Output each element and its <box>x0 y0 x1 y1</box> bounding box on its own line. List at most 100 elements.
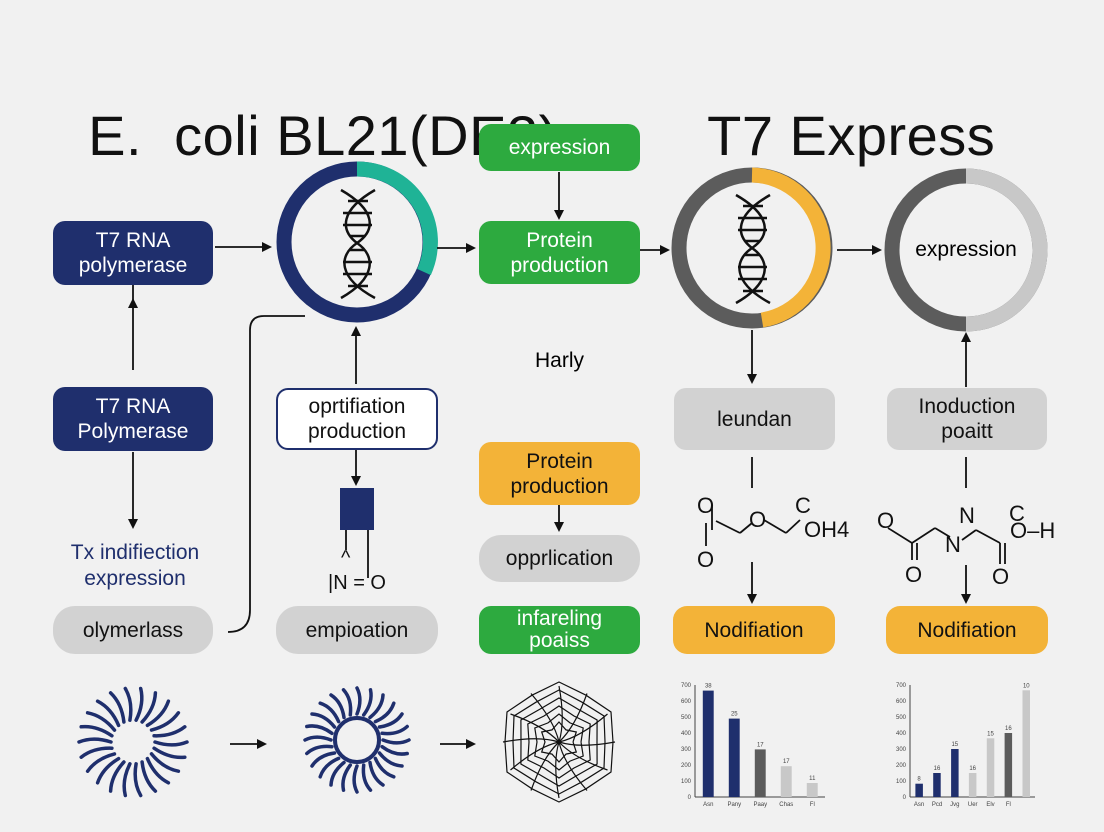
lipid-tail <box>318 756 341 779</box>
lipid-tail <box>373 756 396 779</box>
mol1-o-left: O <box>697 493 714 518</box>
lipid-tail <box>368 760 385 787</box>
x-tick-label: Fl <box>1006 802 1011 808</box>
chart-bar <box>1022 690 1030 797</box>
lipid-tail <box>352 764 359 794</box>
x-tick-label: Uer <box>968 802 978 808</box>
chart-bar <box>915 783 923 797</box>
y-tick-label: 0 <box>903 795 907 801</box>
lipid-tail <box>305 724 334 736</box>
t7-rna-polymerase-box-top: T7 RNA polymerase <box>53 221 213 285</box>
lipid-tail <box>140 691 158 724</box>
lipid-tail <box>318 701 341 724</box>
lipid-tail <box>361 763 373 792</box>
molecule-1 <box>705 506 801 546</box>
infareling-box: infareling poaiss <box>479 606 640 654</box>
data-label: 16 <box>969 766 976 772</box>
protein-fold-layer <box>512 689 606 795</box>
data-label: 15 <box>987 731 994 737</box>
lipid-tail <box>377 751 404 768</box>
data-label: 15 <box>951 742 958 748</box>
protein-fold-layer <box>520 697 598 787</box>
data-label: 16 <box>934 766 941 772</box>
lipid-tail <box>149 711 181 732</box>
empioation-box: empioation <box>276 606 438 654</box>
lipid-tail <box>122 762 132 798</box>
molecule-1-labels: O O O C OH4 <box>697 493 849 572</box>
plasmid-ring-3 <box>884 168 1048 332</box>
protein-fold-strand <box>558 713 608 743</box>
data-label: 10 <box>1023 683 1030 689</box>
lipid-tail <box>329 760 346 787</box>
lipid-tail <box>85 752 117 773</box>
y-tick-label: 700 <box>681 683 692 689</box>
x-tick-label: Pcd <box>932 802 942 808</box>
chart-bar <box>806 783 818 797</box>
y-tick-label: 200 <box>681 763 692 769</box>
opprlication-box: opprlication <box>479 535 640 582</box>
dna-helix-icon-2 <box>735 193 771 305</box>
dna-helix-icon-1 <box>340 188 376 300</box>
lipid-tail <box>77 737 113 744</box>
ring-expression-label: expression <box>915 238 1017 261</box>
x-tick-label: Asn <box>914 802 924 808</box>
lipid-tail <box>108 691 126 724</box>
lipid-tail <box>149 752 181 773</box>
x-tick-label: Asn <box>703 802 713 808</box>
x-tick-label: Jvg <box>950 802 959 808</box>
lipid-tail <box>341 688 353 717</box>
micelle-icon-1 <box>77 686 189 798</box>
protein-fold-strand <box>558 685 563 743</box>
t7-rna-polymerase-box-mid: T7 RNA Polymerase <box>53 387 213 451</box>
lipid-tail <box>377 712 404 729</box>
lipid-tail <box>373 701 396 724</box>
title-right-text: T7 Express <box>707 104 996 167</box>
harly-label: Harly <box>534 349 584 372</box>
y-tick-label: 500 <box>681 715 692 721</box>
lipid-tail <box>133 762 143 798</box>
x-tick-label: Fl <box>810 802 815 808</box>
molecule-2 <box>887 527 1006 564</box>
y-tick-label: 400 <box>681 731 692 737</box>
lipid-tail <box>368 693 385 720</box>
protein-fold-layer <box>527 705 591 779</box>
data-label: 11 <box>809 776 816 782</box>
protein-fold-strand <box>502 738 560 743</box>
protein-fold-strand <box>558 741 608 771</box>
y-tick-label: 400 <box>896 731 907 737</box>
data-label: 17 <box>757 742 764 748</box>
x-tick-label: Elv <box>986 802 994 808</box>
chart-bar <box>780 766 792 797</box>
chart-bar <box>986 738 995 797</box>
protein-fold-strand <box>558 693 588 743</box>
lipid-tail <box>303 735 333 742</box>
y-tick-label: 300 <box>681 747 692 753</box>
data-label: 8 <box>917 777 921 783</box>
olymerlass-box: olymerlass <box>53 606 213 654</box>
lipid-tail <box>134 686 144 722</box>
protein-fold-strand <box>510 741 560 771</box>
protein-fold-strand <box>510 713 560 743</box>
protein-fold-strand <box>530 741 560 791</box>
mol1-oh4: OH4 <box>804 517 849 542</box>
protein-structure-icon <box>502 681 616 803</box>
lipid-tail <box>108 760 126 793</box>
lipid-tail <box>152 746 187 760</box>
lipid-tail <box>341 763 353 792</box>
lipid-tail <box>361 688 373 717</box>
plasmid-ring-2 <box>671 167 833 329</box>
lipid-tail <box>85 711 117 732</box>
lipid-tail <box>79 746 114 759</box>
connectors <box>128 172 971 749</box>
mol2-n-mid: N <box>945 532 961 557</box>
lipid-tail <box>380 724 409 736</box>
lipid-tail <box>95 699 121 728</box>
leundan-box: leundan <box>674 388 835 450</box>
lipid-tail <box>153 740 189 747</box>
protein-fold-layer <box>534 713 584 771</box>
x-tick-label: Paay <box>753 802 767 808</box>
lipid-tail <box>79 724 114 738</box>
micelle-icon-2 <box>303 686 411 794</box>
